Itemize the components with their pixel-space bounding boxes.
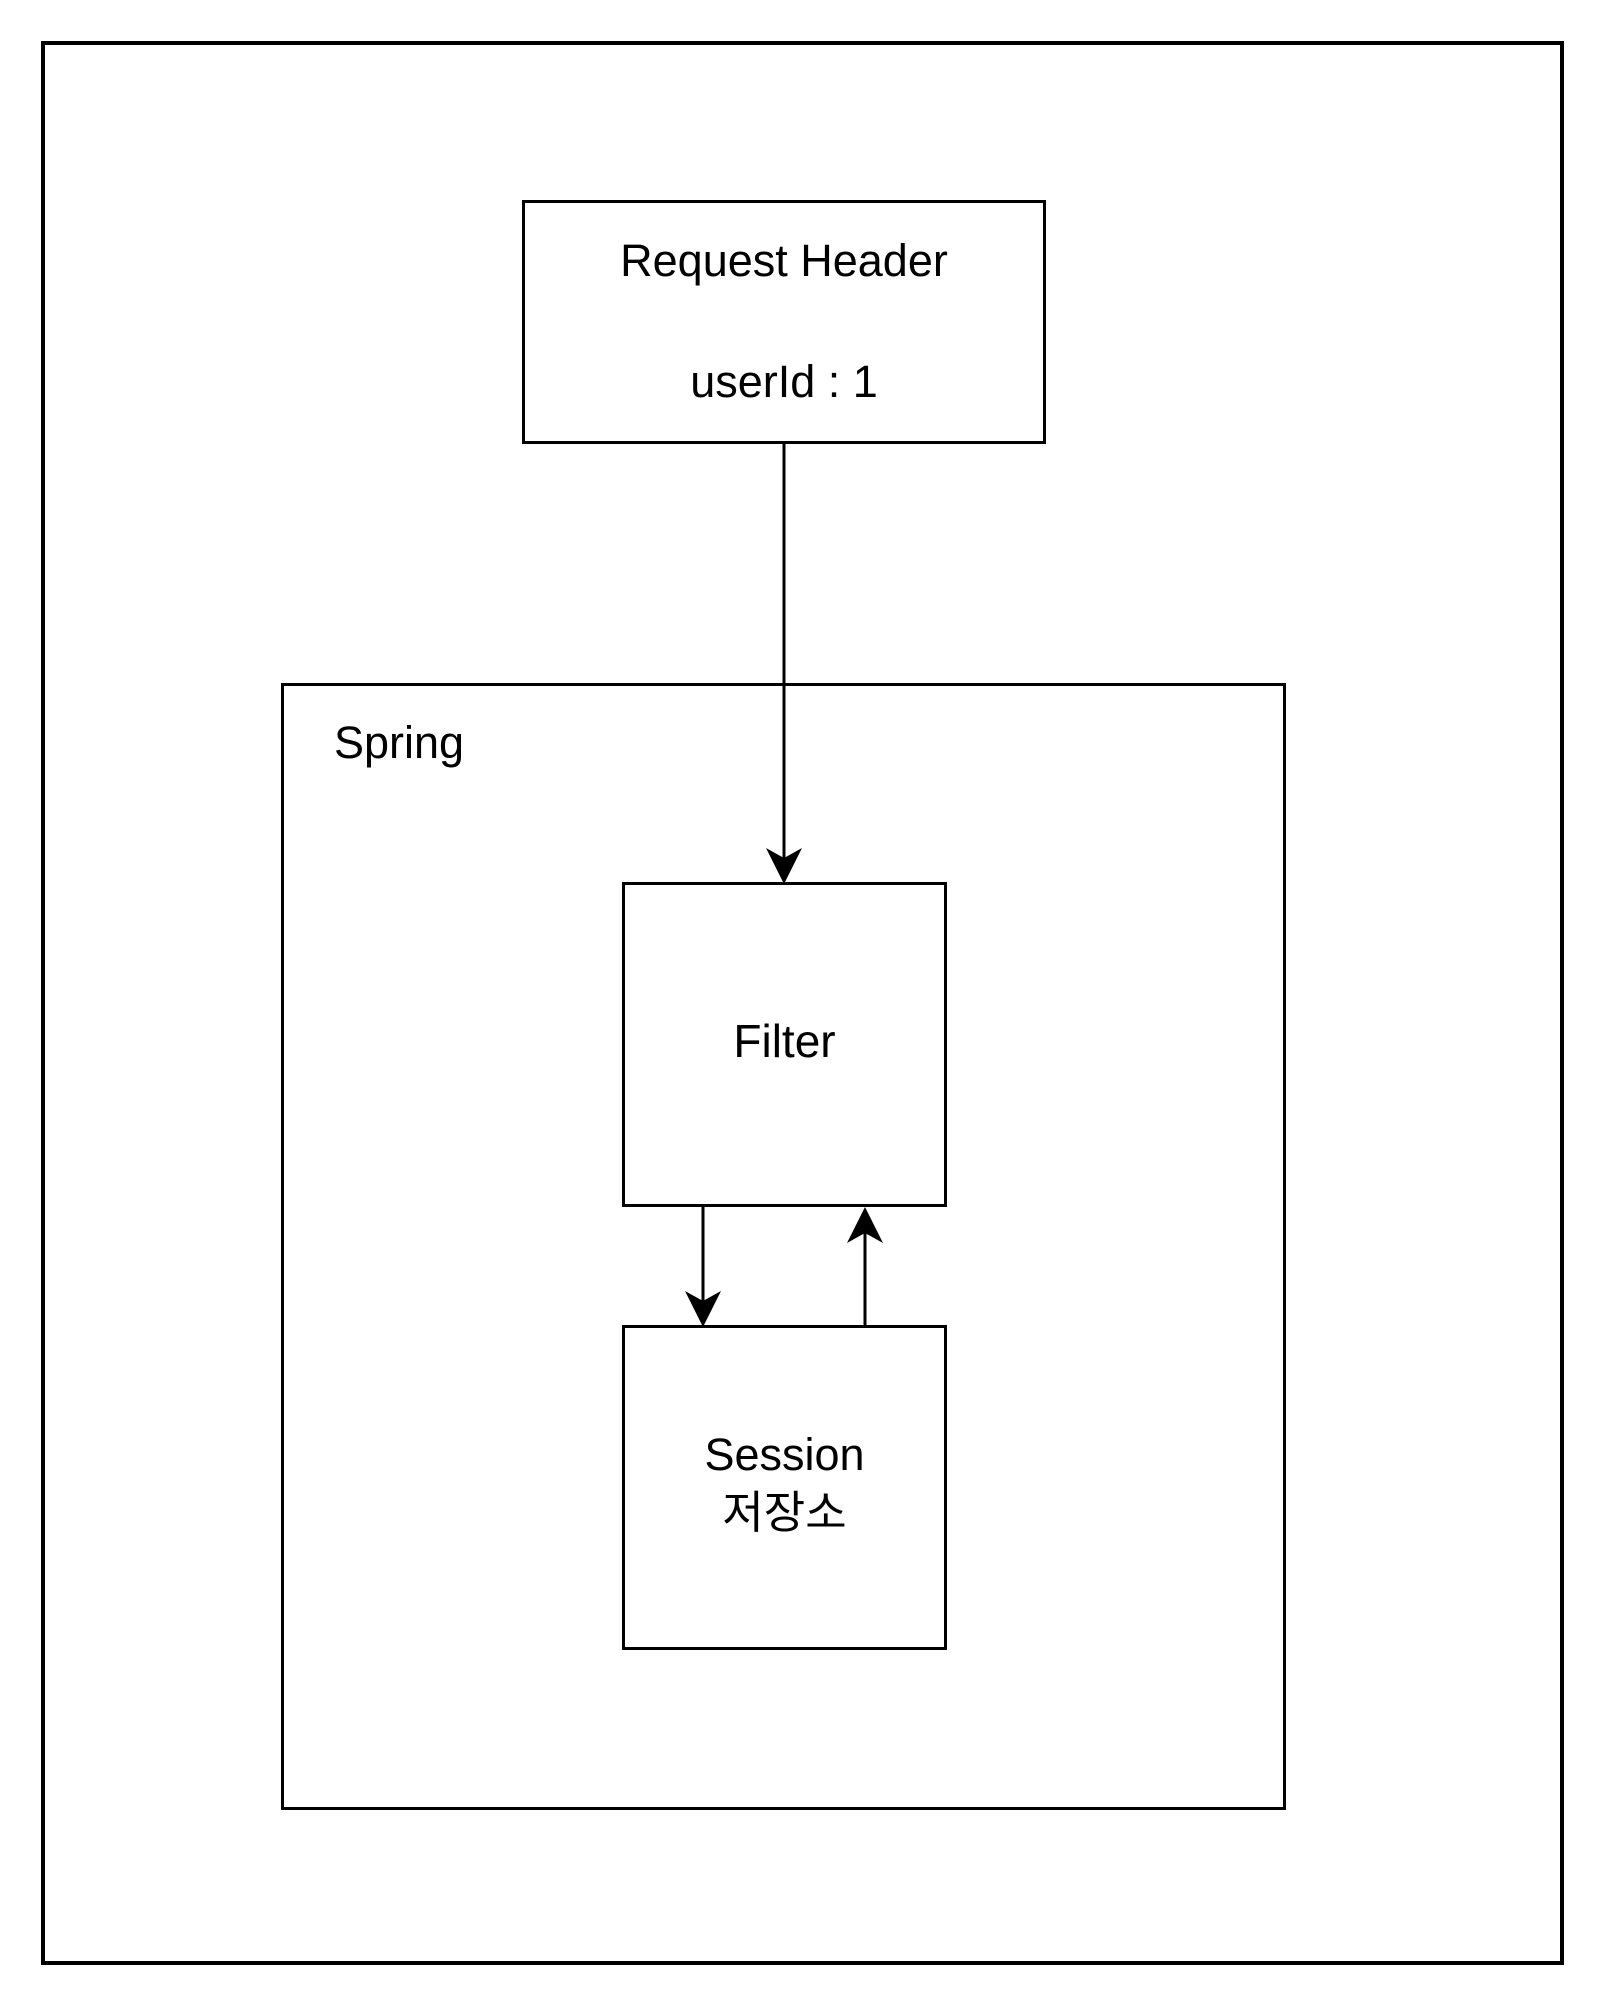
request-header-title: Request Header	[620, 235, 948, 286]
request-header-field: userId : 1	[690, 356, 878, 407]
request-header-box: Request Header userId : 1	[522, 200, 1046, 444]
session-store-label-line2: 저장소	[722, 1487, 847, 1538]
session-store-label: Session 저장소	[625, 1426, 944, 1542]
session-store-box: Session 저장소	[622, 1325, 947, 1650]
session-store-label-line1: Session	[704, 1429, 865, 1480]
spring-label: Spring	[334, 717, 465, 768]
filter-label: Filter	[733, 1015, 836, 1067]
filter-box: Filter	[622, 882, 947, 1207]
